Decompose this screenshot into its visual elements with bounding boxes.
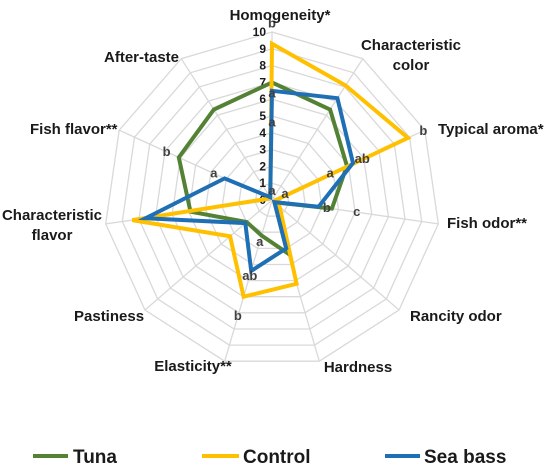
- grid-ring-4: [204, 132, 340, 266]
- tick-label: 6: [259, 92, 266, 106]
- legend: Tuna Control Sea bass: [33, 447, 506, 468]
- axis-label: Pastiness: [74, 308, 144, 325]
- grid-ring-3: [221, 148, 323, 250]
- significance-letter: b: [234, 308, 242, 323]
- significance-letter: a: [210, 166, 218, 181]
- grid-ring-9: [121, 48, 423, 346]
- series-layer: [131, 40, 412, 300]
- significance-letter: c: [353, 204, 360, 219]
- axis-label-line: Rancity odor: [410, 308, 502, 325]
- legend-label: Tuna: [73, 447, 117, 468]
- axis-label-line: Typical aroma*: [438, 121, 544, 138]
- grid-ring-6: [171, 98, 373, 298]
- axis-label-line: flavor: [32, 227, 73, 244]
- series-line-tuna: [176, 80, 350, 258]
- tick-label: 1: [259, 176, 266, 190]
- grid-ring-7: [154, 81, 390, 314]
- tick-label: 5: [259, 109, 266, 123]
- significance-letter: a: [281, 186, 289, 201]
- significance-letter: b: [268, 16, 276, 31]
- legend-label: Sea bass: [424, 447, 506, 468]
- significance-letter: b: [419, 123, 427, 138]
- tick-label: 9: [259, 42, 266, 56]
- axis-label: Fish flavor**: [30, 121, 118, 138]
- significance-letter: b: [323, 200, 331, 215]
- axis-label: Rancity odor: [410, 308, 502, 325]
- significance-letter: ab: [242, 268, 257, 283]
- axis-label: Typical aroma*: [438, 121, 544, 138]
- tick-label: 10: [253, 25, 267, 39]
- axis-label-line: Fish odor**: [447, 215, 527, 232]
- axis-label-line: After-taste: [104, 49, 179, 66]
- tick-label: 3: [259, 143, 266, 157]
- axis-label: Elasticity**: [154, 358, 232, 375]
- tick-label: 4: [259, 126, 266, 140]
- spoke-1: [271, 58, 364, 201]
- significance-letter: a: [326, 166, 334, 181]
- significance-letter: a: [256, 234, 264, 249]
- tick-label: 8: [259, 59, 266, 73]
- axis-label-line: Elasticity**: [154, 358, 232, 375]
- spoke-4: [271, 199, 400, 311]
- tick-label: 7: [259, 75, 266, 89]
- spoke-10: [180, 58, 273, 201]
- tick-label: 2: [259, 159, 266, 173]
- significance-letter: a: [268, 85, 276, 100]
- legend-label: Control: [243, 447, 311, 468]
- spoke-7: [144, 199, 273, 311]
- grid-ring-8: [138, 64, 406, 330]
- axis-label: Characteristic flavor: [2, 207, 102, 244]
- significance-letter: a: [268, 115, 276, 130]
- axis-label-line: Homogeneity*: [230, 7, 331, 24]
- axis-label: Hardness: [324, 359, 392, 376]
- significance-letter: b: [163, 144, 171, 159]
- axis-label-line: color: [393, 57, 430, 74]
- axis-label: Fish odor**: [447, 215, 527, 232]
- axis-label: After-taste: [104, 49, 179, 66]
- axis-label-line: Characteristic: [361, 37, 461, 54]
- axis-label: Characteristic color: [361, 37, 461, 74]
- axis-label-line: Characteristic: [2, 207, 102, 224]
- axis-label: Homogeneity*: [230, 7, 331, 24]
- axis-label-line: Hardness: [324, 359, 392, 376]
- spoke-6: [224, 199, 273, 362]
- series-line-sea-bass: [137, 88, 356, 275]
- significance-letter: ab: [355, 151, 370, 166]
- grid-ring-10: [105, 31, 439, 362]
- significance-letter: a: [268, 183, 276, 198]
- axis-label-line: Pastiness: [74, 308, 144, 325]
- grid-ring-2: [238, 165, 306, 233]
- axis-label-line: Fish flavor**: [30, 121, 118, 138]
